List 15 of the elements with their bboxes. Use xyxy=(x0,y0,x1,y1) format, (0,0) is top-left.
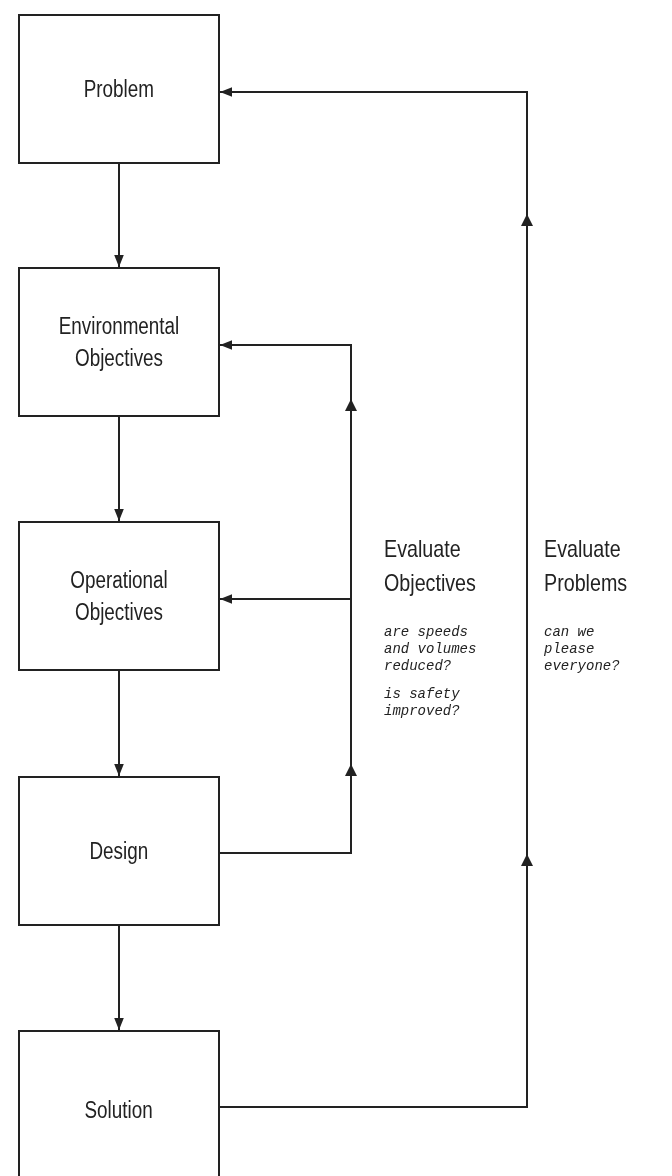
note: can we please everyone? xyxy=(544,624,621,675)
note: is safety improved? xyxy=(384,686,461,720)
process-box xyxy=(18,776,220,926)
process-box xyxy=(18,267,220,417)
box-label: Solution xyxy=(84,1095,154,1125)
process-box xyxy=(18,521,220,671)
process-box xyxy=(18,14,220,164)
note: are speeds and volumes reduced? xyxy=(384,624,478,675)
heading: Evaluate Objectives xyxy=(384,534,477,598)
box-label: Environmental Objectives xyxy=(57,311,181,373)
box-label: Problem xyxy=(83,74,155,104)
process-box xyxy=(18,1030,220,1176)
box-label: Operational Objectives xyxy=(69,565,169,627)
box-label: Design xyxy=(89,836,149,866)
heading: Evaluate Problems xyxy=(544,534,629,598)
